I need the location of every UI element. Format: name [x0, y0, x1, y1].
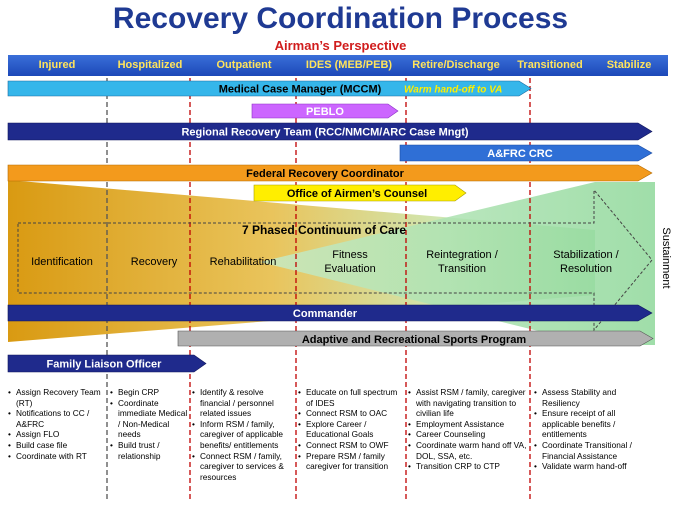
page-title: Recovery Coordination Process: [112, 2, 569, 35]
task-item: Begin CRP: [110, 387, 188, 398]
care-wedge-green: [260, 182, 655, 345]
continuum-title: 7 Phased Continuum of Care: [242, 223, 406, 237]
sports-bar-label: Adaptive and Recreational Sports Program: [302, 334, 527, 346]
peblo-bar-label: PEBLO: [306, 106, 344, 118]
continuum-stage-label: Evaluation: [324, 263, 375, 275]
continuum-stage-label: Fitness: [332, 249, 368, 261]
task-item: Validate warm hand-off: [534, 461, 652, 472]
continuum-stage-label: Resolution: [560, 263, 612, 275]
commander-bar-label: Commander: [293, 308, 358, 320]
phase-label-ides: IDES (MEB/PEB): [305, 59, 393, 71]
afrc-crc-bar: [399, 144, 653, 162]
rrt-bar-label: Regional Recovery Team (RCC/NMCM/ARC Cas…: [181, 127, 468, 139]
task-item: Connect RSM to OAC: [298, 408, 405, 419]
task-item: Transition CRP to CTP: [408, 461, 528, 472]
task-item: Educate on full spectrum of IDES: [298, 387, 405, 408]
task-item: Build case file: [8, 440, 104, 451]
task-item: Coordinate warm hand off VA, DOL, SSA, e…: [408, 440, 528, 461]
task-item: Inform RSM / family, caregiver of applic…: [192, 419, 295, 451]
task-item: Identify & resolve financial / personnel…: [192, 387, 295, 419]
task-item: Assign FLO: [8, 429, 104, 440]
task-column-recovery: Begin CRPCoordinate immediate Medical / …: [110, 387, 188, 461]
sports-bar: [177, 330, 654, 347]
task-column-stabilization: Assess Stability and ResiliencyEnsure re…: [534, 387, 652, 472]
mccm-handoff-note: Warm hand-off to VA: [404, 85, 502, 96]
task-column-rehabilitation: Identify & resolve financial / personnel…: [192, 387, 295, 482]
task-item: Employment Assistance: [408, 419, 528, 430]
continuum-arrow: [17, 188, 653, 332]
phase-label-outpatient: Outpatient: [216, 59, 272, 71]
rrt-bar: [7, 122, 653, 141]
task-item: Assess Stability and Resiliency: [534, 387, 652, 408]
phase-bar: Injured Hospitalized Outpatient IDES (ME…: [8, 55, 668, 76]
continuum-stage-label: Stabilization /: [553, 249, 619, 261]
task-item: Assist RSM / family, caregiver with navi…: [408, 387, 528, 419]
page-subtitle: Airman’s Perspective: [274, 38, 407, 53]
task-column-fitness-evaluation: Educate on full spectrum of IDESConnect …: [298, 387, 405, 472]
afrc-crc-bar-label: A&FRC CRC: [487, 148, 552, 160]
task-item: Coordinate with RT: [8, 451, 104, 462]
phase-label-retire-discharge: Retire/Discharge: [412, 59, 500, 71]
mccm-bar: [7, 80, 532, 97]
frc-bar: [7, 164, 653, 182]
continuum-stage-label: Identification: [31, 256, 93, 268]
peblo-bar: [251, 103, 399, 119]
continuum-stages: Identification Recovery Rehabilitation Fitn…: [31, 249, 620, 275]
task-column-identification: Assign Recovery Team (RT)Notifications t…: [8, 387, 104, 461]
continuum-stage-label: Reintegration /: [426, 249, 498, 261]
flo-bar: [7, 354, 207, 373]
mccm-bar-label: Medical Case Manager (MCCM): [219, 84, 382, 96]
task-item: Coordinate immediate Medical / Non-Medic…: [110, 398, 188, 440]
task-item: Explore Career / Educational Goals: [298, 419, 405, 440]
task-item: Ensure receipt of all applicable benefit…: [534, 408, 652, 440]
phase-label-injured: Injured: [38, 59, 76, 71]
oac-bar-label: Office of Airmen’s Counsel: [287, 188, 427, 200]
task-column-reintegration: Assist RSM / family, caregiver with navi…: [408, 387, 528, 472]
task-item: Career Counseling: [408, 429, 528, 440]
task-item: Assign Recovery Team (RT): [8, 387, 104, 408]
phase-label-stabilize: Stabilize: [606, 59, 652, 71]
flo-bar-label: Family Liaison Officer: [47, 359, 163, 371]
oac-bar: [253, 184, 467, 202]
task-item: Prepare RSM / family caregiver for trans…: [298, 451, 405, 472]
task-item: Coordinate Transitional / Financial Assi…: [534, 440, 652, 461]
commander-bar: [7, 304, 653, 322]
phase-label-transitioned: Transitioned: [517, 59, 583, 71]
task-item: Connect RSM to OWF: [298, 440, 405, 451]
sustainment-label: Sustainment: [660, 227, 672, 288]
task-item: Notifications to CC / A&FRC: [8, 408, 104, 429]
continuum-stage-label: Transition: [438, 263, 486, 275]
task-item: Build trust / relationship: [110, 440, 188, 461]
continuum-stage-label: Recovery: [131, 256, 178, 268]
continuum-stage-label: Rehabilitation: [210, 256, 277, 268]
frc-bar-label: Federal Recovery Coordinator: [246, 168, 404, 180]
phase-label-hospitalized: Hospitalized: [117, 59, 183, 71]
task-item: Connect RSM / family, caregiver to servi…: [192, 451, 295, 483]
